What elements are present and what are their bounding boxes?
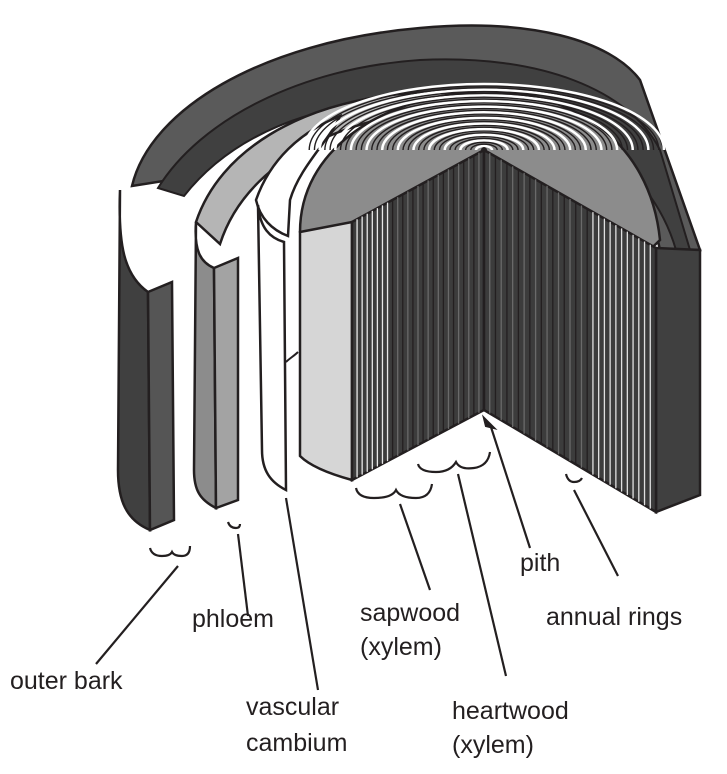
- label-heartwood: heartwood: [452, 696, 569, 726]
- label-heartwood-xylem: (xylem): [452, 730, 534, 760]
- outer-bark-right-face: [656, 248, 700, 512]
- label-outer-bark: outer bark: [10, 666, 123, 696]
- cambium-front: [258, 205, 286, 490]
- outer-bark-front: [118, 190, 150, 530]
- label-annual-rings: annual rings: [546, 602, 682, 632]
- sapwood-leader: [400, 504, 430, 590]
- sapwood-brace: [356, 484, 432, 498]
- xylem-core: [300, 84, 664, 512]
- outer-bark-leader: [96, 566, 178, 664]
- vascular-cambium-leader: [286, 498, 318, 690]
- outer-bark-brace: [150, 546, 190, 556]
- label-vascular: vascular: [246, 692, 339, 722]
- phloem-cut-face: [214, 258, 238, 508]
- heartwood-brace: [418, 452, 490, 472]
- label-pith: pith: [520, 548, 560, 578]
- label-sapwood: sapwood: [360, 598, 460, 628]
- sapwood-left-face: [300, 222, 352, 480]
- label-phloem: phloem: [192, 604, 274, 634]
- heartwood-leader: [458, 474, 506, 676]
- label-sapwood-xylem: (xylem): [360, 632, 442, 662]
- outer-bark-cut-face: [148, 282, 174, 530]
- annual-rings-brace: [566, 474, 582, 482]
- pith-arrowhead: [484, 418, 494, 428]
- phloem-front: [194, 222, 216, 508]
- annual-rings-leader: [574, 490, 618, 576]
- cambium-notch: [286, 352, 298, 362]
- pith-center: [481, 147, 487, 153]
- phloem-brace: [228, 522, 240, 528]
- pith-leader: [490, 424, 530, 548]
- label-cambium: cambium: [246, 728, 347, 758]
